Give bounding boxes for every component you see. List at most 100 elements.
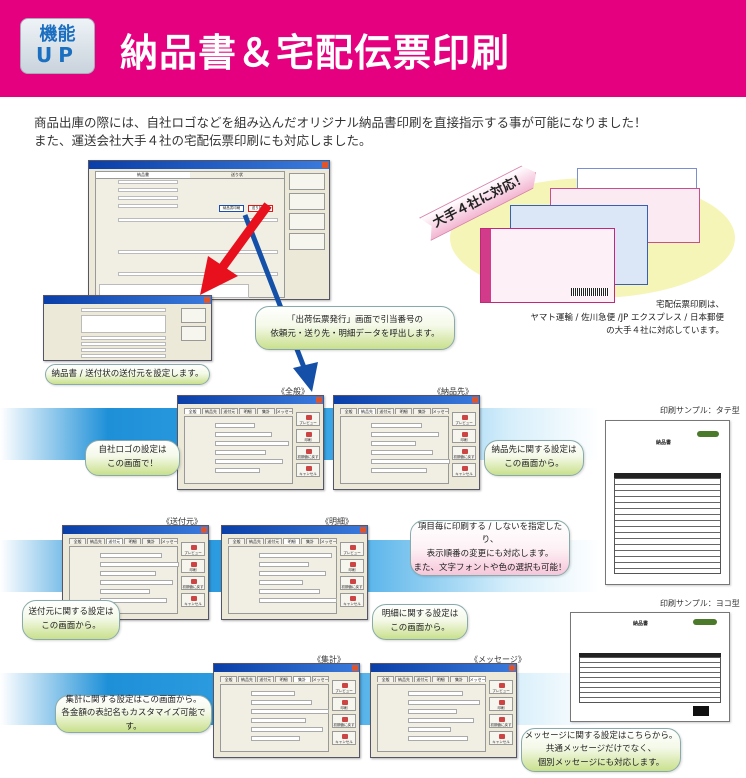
callout-line: この画面から。: [390, 623, 450, 633]
callout-general: 自社ロゴの設定は この画面で！: [85, 440, 180, 476]
cancel-button[interactable]: キャンセル: [181, 593, 205, 607]
print-button[interactable]: 印刷: [489, 697, 513, 711]
tab-general[interactable]: 全般: [228, 538, 246, 544]
reset-button[interactable]: 初期値に戻す: [489, 714, 513, 728]
close-icon[interactable]: [316, 397, 322, 403]
print-button[interactable]: 印刷: [181, 559, 205, 573]
tab-general[interactable]: 全般: [220, 676, 238, 682]
preview-button[interactable]: プレビュー: [340, 542, 364, 556]
preview-button[interactable]: プレビュー: [296, 412, 320, 426]
tab-sender[interactable]: 送付元: [256, 676, 274, 682]
tab-totals[interactable]: 集計: [450, 676, 468, 682]
main-window-side-button[interactable]: [289, 193, 325, 210]
tab-general[interactable]: 全般: [377, 676, 395, 682]
main-window-side-button[interactable]: [289, 173, 325, 190]
carrier-caption-line1: 宅配伝票印刷は、: [655, 300, 724, 310]
cancel-button[interactable]: キャンセル: [296, 463, 320, 477]
preview-button[interactable]: プレビュー: [489, 680, 513, 694]
tab-message[interactable]: メッセージ: [468, 676, 486, 682]
close-icon[interactable]: [322, 162, 328, 168]
tab-sender[interactable]: 送付元: [264, 538, 282, 544]
tab-general[interactable]: 全般: [340, 408, 358, 414]
reset-button[interactable]: 初期値に戻す: [340, 576, 364, 590]
tab-message[interactable]: メッセージ: [319, 538, 337, 544]
tab-totals[interactable]: 集計: [142, 538, 160, 544]
tab-sender[interactable]: 送付元: [105, 538, 123, 544]
reset-button[interactable]: 初期値に戻す: [332, 714, 356, 728]
main-window-side-button[interactable]: [289, 233, 325, 250]
tab-detail[interactable]: 明細: [431, 676, 450, 682]
carrier-caption-line3: の大手４社に対応しています。: [606, 326, 724, 337]
tab-delivery[interactable]: 納品先: [238, 676, 256, 682]
close-icon[interactable]: [352, 665, 358, 671]
sender-save-button[interactable]: [181, 308, 206, 323]
close-icon[interactable]: [201, 527, 207, 533]
tab-general[interactable]: 全般: [69, 538, 87, 544]
callout-line: 集計に関する設定はこの画面から。: [65, 694, 202, 705]
carrier-caption: 宅配伝票印刷は、 ヤマト運輸 / 佐川急便 /JP エクスプレス / 日本郵便 …: [530, 299, 724, 339]
cancel-button[interactable]: キャンセル: [340, 593, 364, 607]
close-icon[interactable]: [360, 527, 366, 533]
tab-waybill[interactable]: 送り状: [190, 172, 284, 179]
tab-message[interactable]: メッセージ: [431, 408, 449, 414]
sender-cancel-button[interactable]: [181, 326, 206, 341]
carrier-caption-line2: ヤマト運輸 / 佐川急便 /JP エクスプレス / 日本郵便: [530, 313, 724, 324]
preview-button[interactable]: プレビュー: [181, 542, 205, 556]
tab-sender[interactable]: 送付元: [376, 408, 394, 414]
sample-landscape-label: 印刷サンプル：ヨコ型: [660, 599, 740, 608]
preview-button[interactable]: プレビュー: [332, 680, 356, 694]
settings-window-label-message: 《メッセージ》: [470, 655, 526, 664]
tab-general[interactable]: 全般: [184, 408, 202, 414]
main-window-side-button[interactable]: [289, 213, 325, 230]
tab-totals[interactable]: 集計: [301, 538, 319, 544]
tab-detail[interactable]: 明細: [274, 676, 293, 682]
blue-arrowhead: [293, 362, 318, 392]
tab-message[interactable]: メッセージ: [275, 408, 293, 414]
reset-button[interactable]: 初期値に戻す: [296, 446, 320, 460]
settings-window-totals: 全般納品先送付元明細集計メッセージプレビュー印刷初期値に戻すキャンセル: [213, 663, 360, 758]
close-icon[interactable]: [204, 297, 210, 303]
tab-detail[interactable]: 明細: [238, 408, 257, 414]
close-icon[interactable]: [472, 397, 478, 403]
tab-delivery[interactable]: 納品先: [358, 408, 376, 414]
tab-message[interactable]: メッセージ: [311, 676, 329, 682]
settings-window-label-sender: 《送付元》: [162, 517, 202, 526]
tab-sender[interactable]: 送付元: [413, 676, 431, 682]
print-button[interactable]: 印刷: [340, 559, 364, 573]
tab-delivery[interactable]: 納品先: [246, 538, 264, 544]
reset-button[interactable]: 初期値に戻す: [181, 576, 205, 590]
tab-detail[interactable]: 明細: [394, 408, 413, 414]
sample-doc-title: 納品書: [633, 621, 649, 627]
callout-line: 自社ロゴの設定は: [98, 445, 167, 456]
print-invoice-button[interactable]: 納品書印刷: [219, 205, 244, 212]
preview-button[interactable]: プレビュー: [452, 412, 476, 426]
red-arrowhead: [200, 256, 238, 295]
callout-line: 「出荷伝票発行」画面で引当番号の: [286, 315, 423, 326]
close-icon[interactable]: [509, 665, 515, 671]
tab-message[interactable]: メッセージ: [160, 538, 178, 544]
tab-sender[interactable]: 送付元: [220, 408, 238, 414]
tab-invoice[interactable]: 納品書: [96, 172, 190, 179]
cancel-button[interactable]: キャンセル: [489, 731, 513, 745]
tab-detail[interactable]: 明細: [123, 538, 142, 544]
tab-totals[interactable]: 集計: [257, 408, 275, 414]
sample-doc-title: 納品書: [656, 440, 672, 446]
tab-detail[interactable]: 明細: [282, 538, 301, 544]
print-button[interactable]: 印刷: [452, 429, 476, 443]
settings-window-label-totals: 《集計》: [313, 655, 345, 664]
tab-totals[interactable]: 集計: [413, 408, 431, 414]
cancel-button[interactable]: キャンセル: [332, 731, 356, 745]
callout-line: メッセージに関する設定はこちらから。: [524, 730, 678, 741]
settings-window-label-detail: 《明細》: [321, 517, 353, 526]
print-button[interactable]: 印刷: [332, 697, 356, 711]
tab-delivery[interactable]: 納品先: [395, 676, 413, 682]
settings-window-label-general: 《全般》: [277, 387, 309, 396]
tab-delivery[interactable]: 納品先: [202, 408, 220, 414]
cancel-button[interactable]: キャンセル: [452, 463, 476, 477]
callout-line: 納品先に関する設定は: [491, 445, 577, 456]
callout-line: 送付元に関する設定は: [28, 607, 114, 618]
tab-delivery[interactable]: 納品先: [87, 538, 105, 544]
reset-button[interactable]: 初期値に戻す: [452, 446, 476, 460]
print-button[interactable]: 印刷: [296, 429, 320, 443]
tab-totals[interactable]: 集計: [293, 676, 311, 682]
